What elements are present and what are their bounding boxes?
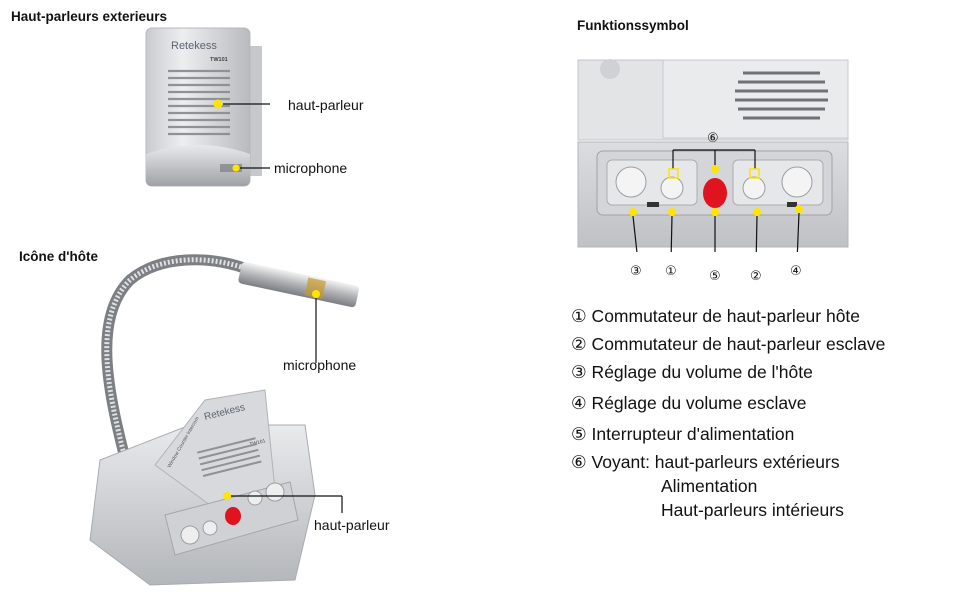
outdoor-mic-dot: [232, 164, 240, 172]
outdoor-mic-label: microphone: [274, 160, 348, 176]
host-unit-image: Retekess Window Counter Intercom TW101: [89, 254, 359, 586]
host-section-title: Icône d'hôte: [19, 249, 98, 264]
marker-indicator: ⑥: [707, 130, 719, 145]
legend-slave-volume: ④ Réglage du volume esclave: [571, 393, 807, 413]
outdoor-speaker-label: haut-parleur: [288, 97, 364, 113]
marker-slave-volume: ④: [790, 263, 802, 278]
host-mic-label: microphone: [283, 357, 357, 373]
marker-power: ⑤: [709, 268, 721, 283]
legend-indicator-power: Alimentation: [661, 476, 758, 496]
legend-host-volume: ③ Réglage du volume de l'hôte: [571, 362, 813, 382]
legend-indicator-indoor: Haut-parleurs intérieurs: [661, 500, 844, 520]
outdoor-section-title: Haut-parleurs exterieurs: [11, 9, 168, 24]
host-mic-dot: [312, 290, 320, 298]
outdoor-model: TW101: [210, 57, 228, 63]
legend-host-speaker-switch: ① Commutateur de haut-parleur hôte: [571, 306, 861, 326]
legend-indicator: ⑥ Voyant: haut-parleurs extérieurs: [571, 452, 840, 472]
legend-power-switch: ⑤ Interrupteur d'alimentation: [571, 424, 795, 444]
outdoor-speaker-image: Retekess TW101: [145, 27, 270, 187]
legend-slave-speaker-switch: ② Commutateur de haut-parleur esclave: [571, 334, 886, 354]
host-speaker-label: haut-parleur: [314, 517, 390, 533]
outdoor-brand: Retekess: [171, 40, 217, 52]
functions-section-title: Funktionssymbol: [577, 18, 689, 33]
marker-host-speaker: ①: [665, 263, 677, 278]
panel-closeup-image: [577, 59, 849, 252]
marker-host-volume: ③: [630, 263, 642, 278]
host-model: TW101: [249, 438, 266, 448]
outdoor-speaker-dot: [213, 99, 223, 109]
host-speaker-dot: [223, 492, 231, 500]
marker-slave-speaker: ②: [750, 268, 762, 283]
